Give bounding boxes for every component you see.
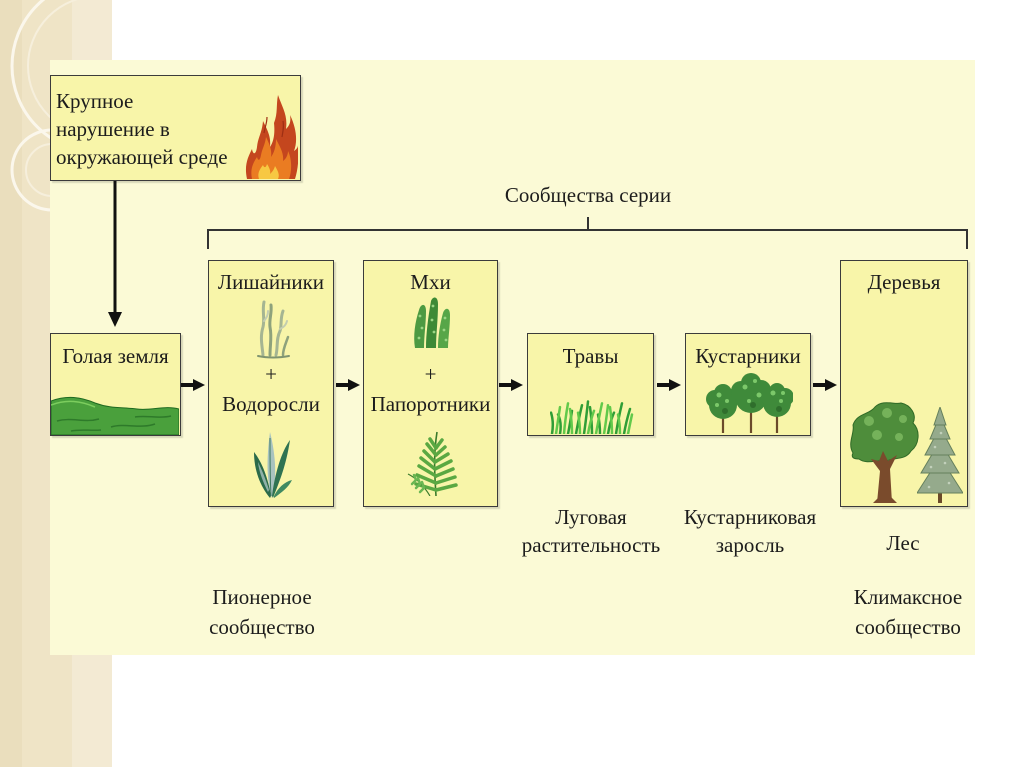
disturbance-label-line-2: нарушение в	[56, 117, 170, 141]
trees-box: Деревья	[840, 260, 968, 507]
lichen-icon	[257, 300, 290, 359]
meadow-label-line-1: Луговая	[555, 505, 627, 529]
mosses-label: Мхи	[410, 270, 451, 294]
arrow-right	[181, 379, 205, 391]
ground-icon	[51, 396, 179, 435]
pioneer-community-label: Пионерное сообщество	[182, 582, 342, 642]
ferns-label: Папоротники	[370, 392, 491, 416]
fern-icon	[407, 431, 458, 496]
grasses-label: Травы	[562, 344, 619, 368]
lichens-label: Лишайники	[217, 270, 325, 294]
disturbance-label: Крупное нарушение в окружающей среде	[56, 87, 228, 171]
plus-sign: +	[265, 362, 277, 386]
shrub-icon	[706, 373, 793, 433]
deciduous-tree-icon	[850, 402, 919, 503]
algae-icon	[254, 432, 292, 498]
series-label: Сообщества серии	[504, 183, 672, 207]
flame-icon	[245, 95, 298, 179]
mosses-ferns-box: Мхи + Папоротники	[363, 260, 498, 507]
meadow-community-label: Луговая растительность	[511, 503, 671, 559]
disturbance-label-line-3: окружающей среде	[56, 145, 228, 169]
lichens-algae-box: Лишайники + Водоросли	[208, 260, 334, 507]
grasses-box: Травы	[527, 333, 654, 436]
plus-sign: +	[424, 362, 437, 386]
series-bracket	[207, 217, 968, 249]
pioneer-label-line-2: сообщество	[209, 615, 315, 639]
trees-label: Деревья	[867, 270, 941, 294]
disturbance-label-line-1: Крупное	[56, 89, 134, 113]
arrow-right	[657, 379, 681, 391]
bare-ground-label: Голая земля	[62, 344, 169, 368]
shrubs-box: Кустарники	[685, 333, 811, 436]
disturbance-box: Крупное нарушение в окружающей среде	[50, 75, 301, 181]
shrubland-community-label: Кустарниковая заросль	[670, 503, 830, 559]
climax-label-line-2: сообщество	[855, 615, 961, 639]
shrubland-label-line-2: заросль	[715, 533, 785, 557]
conifer-tree-icon	[917, 407, 963, 503]
climax-community-label: Климаксное сообщество	[836, 582, 980, 642]
shrubs-label: Кустарники	[695, 344, 801, 368]
arrow-right	[499, 379, 523, 391]
arrow-right	[336, 379, 360, 391]
algae-label: Водоросли	[222, 392, 320, 416]
bare-ground-box: Голая земля	[50, 333, 181, 436]
forest-community-label: Лес	[886, 531, 920, 555]
arrow-down	[108, 181, 122, 327]
shrubland-label-line-1: Кустарниковая	[683, 505, 817, 529]
moss-icon	[414, 297, 450, 348]
meadow-label-line-2: растительность	[521, 533, 661, 557]
arrow-right	[813, 379, 837, 391]
grass-icon	[550, 400, 634, 434]
pioneer-label-line-1: Пионерное	[212, 585, 312, 609]
climax-label-line-1: Климаксное	[853, 585, 963, 609]
